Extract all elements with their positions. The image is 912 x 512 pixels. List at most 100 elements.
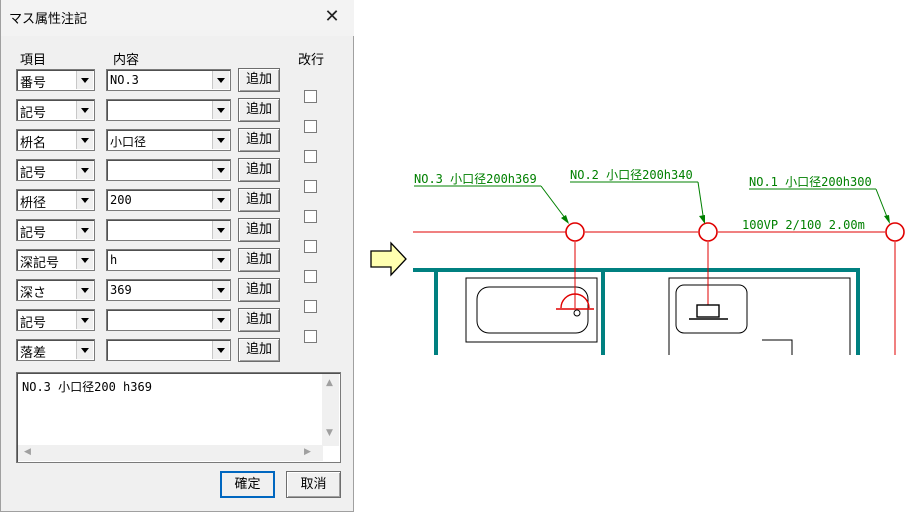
content-select[interactable]: 小口径	[106, 129, 231, 151]
add-button[interactable]: 追加	[238, 128, 280, 152]
content-select[interactable]: 369	[106, 279, 231, 301]
content-select[interactable]	[106, 309, 231, 331]
manhole-no2[interactable]	[698, 222, 718, 242]
scroll-down-icon[interactable]: ▼	[326, 428, 333, 438]
label-no3[interactable]: NO.3 小口径200h369	[414, 172, 537, 186]
title-bar[interactable]: マス属性注記 ✕	[1, 0, 354, 36]
header-newline: 改行	[298, 53, 325, 68]
add-button[interactable]: 追加	[238, 278, 280, 302]
add-button[interactable]: 追加	[238, 68, 280, 92]
dropdown-arrow-icon[interactable]	[76, 191, 93, 209]
item-select-value: 枡名	[20, 136, 47, 151]
label-no1[interactable]: NO.1 小口径200h300	[749, 175, 872, 189]
item-select[interactable]: 記号	[16, 219, 95, 241]
dropdown-arrow-icon[interactable]	[76, 251, 93, 269]
wall-lines	[413, 268, 860, 355]
manhole-no1[interactable]	[885, 222, 905, 242]
drain-symbol-bathtub	[556, 293, 594, 317]
dropdown-arrow-icon[interactable]	[212, 311, 229, 329]
item-select-value: 落差	[20, 346, 47, 361]
newline-checkbox[interactable]	[304, 180, 317, 193]
close-icon[interactable]: ✕	[324, 6, 340, 27]
washbasin	[668, 277, 851, 355]
item-select[interactable]: 深さ	[16, 279, 95, 301]
cancel-button[interactable]: 取消	[286, 471, 341, 498]
content-select-value: 369	[110, 283, 132, 297]
dropdown-arrow-icon[interactable]	[212, 341, 229, 359]
dropdown-arrow-icon[interactable]	[212, 221, 229, 239]
dropdown-arrow-icon[interactable]	[76, 311, 93, 329]
leader-arrowheads	[561, 215, 890, 224]
item-select-value: 記号	[20, 166, 47, 181]
item-select[interactable]: 枡径	[16, 189, 95, 211]
content-select[interactable]	[106, 159, 231, 181]
newline-checkbox[interactable]	[304, 240, 317, 253]
dropdown-arrow-icon[interactable]	[76, 341, 93, 359]
newline-checkbox[interactable]	[304, 330, 317, 343]
dropdown-arrow-icon[interactable]	[212, 101, 229, 119]
content-select[interactable]	[106, 339, 231, 361]
scroll-up-icon[interactable]: ▲	[326, 378, 333, 388]
add-button[interactable]: 追加	[238, 218, 280, 242]
content-select[interactable]	[106, 219, 231, 241]
vertical-scrollbar[interactable]: ▲ ▼	[322, 374, 339, 446]
item-select-value: 記号	[20, 106, 47, 121]
add-button[interactable]: 追加	[238, 98, 280, 122]
add-button[interactable]: 追加	[238, 158, 280, 182]
content-select[interactable]: h	[106, 249, 231, 271]
bathtub	[465, 277, 598, 343]
add-button[interactable]: 追加	[238, 308, 280, 332]
dropdown-arrow-icon[interactable]	[212, 251, 229, 269]
dropdown-arrow-icon[interactable]	[76, 281, 93, 299]
dropdown-arrow-icon[interactable]	[212, 71, 229, 89]
trap-symbol-washbasin	[689, 304, 728, 320]
item-select[interactable]: 記号	[16, 99, 95, 121]
add-button[interactable]: 追加	[238, 248, 280, 272]
confirm-button[interactable]: 確定	[220, 471, 275, 498]
content-select-value: 200	[110, 193, 132, 207]
content-select[interactable]	[106, 99, 231, 121]
content-select-value: 小口径	[110, 135, 147, 149]
item-select-value: 番号	[20, 76, 47, 91]
item-select[interactable]: 深記号	[16, 249, 95, 271]
item-select[interactable]: 記号	[16, 309, 95, 331]
add-button[interactable]: 追加	[238, 338, 280, 362]
newline-checkbox[interactable]	[304, 300, 317, 313]
label-no2[interactable]: NO.2 小口径200h340	[570, 168, 693, 182]
right-arrow-icon	[370, 241, 407, 277]
pipe	[413, 231, 896, 355]
item-select-value: 深記号	[20, 256, 60, 271]
item-select[interactable]: 落差	[16, 339, 95, 361]
newline-checkbox[interactable]	[304, 210, 317, 223]
item-select[interactable]: 記号	[16, 159, 95, 181]
dropdown-arrow-icon[interactable]	[76, 101, 93, 119]
newline-checkbox[interactable]	[304, 270, 317, 283]
content-select[interactable]: NO.3	[106, 69, 231, 91]
dropdown-arrow-icon[interactable]	[76, 131, 93, 149]
pipe-label[interactable]: 100VP 2/100 2.00m	[742, 218, 865, 232]
dropdown-arrow-icon[interactable]	[212, 191, 229, 209]
newline-checkbox[interactable]	[304, 150, 317, 163]
content-select[interactable]: 200	[106, 189, 231, 211]
item-select-value: 記号	[20, 226, 47, 241]
dropdown-arrow-icon[interactable]	[76, 221, 93, 239]
item-select[interactable]: 枡名	[16, 129, 95, 151]
newline-checkbox[interactable]	[304, 90, 317, 103]
scroll-right-icon[interactable]: ▶	[304, 447, 311, 457]
add-button[interactable]: 追加	[238, 188, 280, 212]
dropdown-arrow-icon[interactable]	[212, 281, 229, 299]
item-select-value: 枡径	[20, 196, 47, 211]
horizontal-scrollbar[interactable]: ◀ ▶	[18, 445, 323, 461]
manhole-no3[interactable]	[565, 222, 585, 242]
scroll-left-icon[interactable]: ◀	[24, 447, 31, 457]
preview-textarea[interactable]: NO.3 小口径200 h369 ▲ ▼ ◀ ▶	[16, 372, 341, 463]
dropdown-arrow-icon[interactable]	[76, 71, 93, 89]
preview-text: NO.3 小口径200 h369	[22, 380, 152, 394]
dropdown-arrow-icon[interactable]	[212, 161, 229, 179]
item-select[interactable]: 番号	[16, 69, 95, 91]
dropdown-arrow-icon[interactable]	[212, 131, 229, 149]
newline-checkbox[interactable]	[304, 120, 317, 133]
dropdown-arrow-icon[interactable]	[76, 161, 93, 179]
